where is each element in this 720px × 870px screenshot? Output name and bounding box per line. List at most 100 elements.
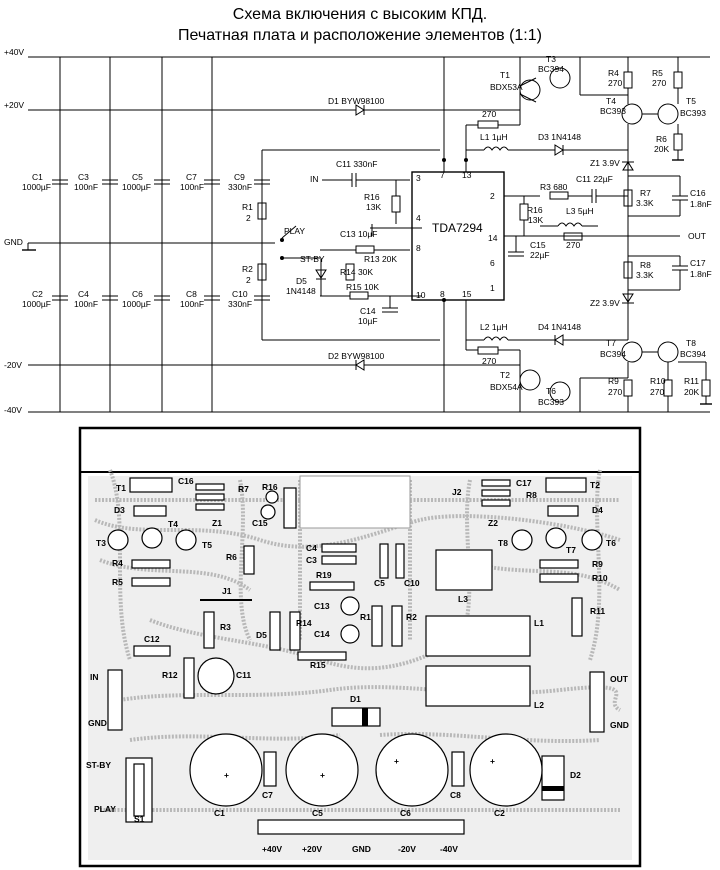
pcb-r12: R12 bbox=[162, 670, 178, 680]
ic-pin-4: 4 bbox=[416, 213, 421, 223]
r5-label: R5 bbox=[652, 68, 663, 78]
c15-value: 22µF bbox=[530, 250, 550, 260]
pcb-layout: T1 C16 R7 R16 D3 Z1 C15 T3 T4 T5 R6 R4 bbox=[78, 426, 642, 868]
ic-pin-13: 13 bbox=[462, 170, 472, 180]
r5-value: 270 bbox=[652, 78, 666, 88]
d5-label: D5 bbox=[296, 276, 307, 286]
page-title: Схема включения с высоким КПД. Печатная … bbox=[0, 4, 720, 46]
c1-label: C1 bbox=[32, 172, 43, 182]
t3-type: BC394 bbox=[538, 64, 564, 74]
d3-label: D3 1N4148 bbox=[538, 132, 581, 142]
c7-label: C7 bbox=[186, 172, 197, 182]
t2-type: BDX54A bbox=[490, 382, 523, 392]
pcb-out: OUT bbox=[610, 674, 629, 684]
pcb-c8: C8 bbox=[450, 790, 461, 800]
c14-value: 10µF bbox=[358, 316, 378, 326]
r16a-label: R16 bbox=[364, 192, 380, 202]
ic-pin-6: 6 bbox=[490, 258, 495, 268]
r8-label: R8 bbox=[640, 260, 651, 270]
r1-value: 2 bbox=[246, 213, 251, 223]
c10-value: 330nF bbox=[228, 299, 252, 309]
input-network: IN C11 330nF R16 13K C13 10µF R13 20K R1… bbox=[286, 159, 422, 326]
z2-label: Z2 3.9V bbox=[590, 298, 620, 308]
c16-value: 1.8nF bbox=[690, 199, 712, 209]
r16b-value: 13K bbox=[528, 215, 543, 225]
pcb-conn-minus20: -20V bbox=[398, 844, 416, 854]
tda7294-ic: TDA7294 3 4 8 10 7 13 8 15 2 14 6 1 OUT bbox=[411, 57, 706, 412]
t8-label: T8 bbox=[686, 338, 696, 348]
standby-divider: R1 2 R2 2 bbox=[242, 149, 440, 341]
ic-name: TDA7294 bbox=[432, 221, 483, 235]
c9-label: C9 bbox=[234, 172, 245, 182]
pcb-stby: ST-BY bbox=[86, 760, 111, 770]
pcb-r1: R1 bbox=[360, 612, 371, 622]
c6-plus-sign: + bbox=[394, 756, 399, 766]
pcb-d4: D4 bbox=[592, 505, 603, 515]
pcb-t1: T1 bbox=[116, 483, 126, 493]
d2-label: D2 BYW98100 bbox=[328, 351, 384, 361]
c16-label: C16 bbox=[690, 188, 706, 198]
pcb-d1: D1 bbox=[350, 694, 361, 704]
pcb-c6: C6 bbox=[400, 808, 411, 818]
c3-label: C3 bbox=[78, 172, 89, 182]
c5-value: 1000µF bbox=[122, 182, 151, 192]
r7-value: 3.3K bbox=[636, 198, 654, 208]
schematic: +40V +20V GND -20V -40V bbox=[4, 47, 712, 415]
pcb-c2: C2 bbox=[494, 808, 505, 818]
pcb-in: IN bbox=[90, 672, 99, 682]
t6-type: BC393 bbox=[538, 397, 564, 407]
c8-label: C8 bbox=[186, 289, 197, 299]
ic-pin-9: 8 bbox=[416, 243, 421, 253]
pcb-gnd-left: GND bbox=[88, 718, 107, 728]
out-label: OUT bbox=[688, 231, 706, 241]
c1-plus-sign: + bbox=[224, 770, 229, 780]
pcb-r9: R9 bbox=[592, 559, 603, 569]
d5-type: 1N4148 bbox=[286, 286, 316, 296]
r4-value: 270 bbox=[608, 78, 622, 88]
d1-label: D1 BYW98100 bbox=[328, 96, 384, 106]
c4-label: C4 bbox=[78, 289, 89, 299]
c11-label: C11 330nF bbox=[336, 159, 377, 169]
pcb-conn-gnd: GND bbox=[352, 844, 371, 854]
pcb-r19: R19 bbox=[316, 570, 332, 580]
r16a-value: 13K bbox=[366, 202, 381, 212]
pcb-t4: T4 bbox=[168, 519, 178, 529]
t5-label: T5 bbox=[686, 96, 696, 106]
r2-value: 2 bbox=[246, 275, 251, 285]
pcb-d5: D5 bbox=[256, 630, 267, 640]
pcb-r2: R2 bbox=[406, 612, 417, 622]
pcb-c15: C15 bbox=[252, 518, 268, 528]
pcb-s1: S1 bbox=[134, 814, 145, 824]
pcb-c10: C10 bbox=[404, 578, 420, 588]
c6-label: C6 bbox=[132, 289, 143, 299]
c13-label: C13 10µF bbox=[340, 229, 378, 239]
r14-label: R14 30K bbox=[340, 267, 373, 277]
pcb-c17: C17 bbox=[516, 478, 532, 488]
ic-pin-10: 10 bbox=[416, 290, 426, 300]
r3-label: R3 680 bbox=[540, 182, 568, 192]
switch-play-label: PLAY bbox=[284, 226, 305, 236]
c5-plus-sign: + bbox=[320, 770, 325, 780]
r15-label: R15 10K bbox=[346, 282, 379, 292]
rail-label-plus20: +20V bbox=[4, 100, 24, 110]
r13-label: R13 20K bbox=[364, 254, 397, 264]
c2-plus-sign: + bbox=[490, 756, 495, 766]
r270b-label: 270 bbox=[482, 356, 496, 366]
pcb-c12: C12 bbox=[144, 634, 160, 644]
c1-value: 1000µF bbox=[22, 182, 51, 192]
pcb-io: IN GND OUT GND ST-BY PLAY S1 +40V +20V G… bbox=[86, 669, 629, 854]
ic-pin-3: 3 bbox=[416, 173, 421, 183]
pcb-conn-plus20: +20V bbox=[302, 844, 322, 854]
pcb-z1: Z1 bbox=[212, 518, 222, 528]
r9-label: R9 bbox=[608, 376, 619, 386]
c8-value: 100nF bbox=[180, 299, 204, 309]
pcb-c14: C14 bbox=[314, 629, 330, 639]
r8-value: 3.3K bbox=[636, 270, 654, 280]
pcb-d3: D3 bbox=[114, 505, 125, 515]
pcb-l2: L2 bbox=[534, 700, 544, 710]
rail-label-plus40: +40V bbox=[4, 47, 24, 57]
pcb-c5: C5 bbox=[374, 578, 385, 588]
c6-value: 1000µF bbox=[122, 299, 151, 309]
bootstrap-diodes: D1 BYW98100 D2 BYW98100 bbox=[328, 96, 520, 371]
